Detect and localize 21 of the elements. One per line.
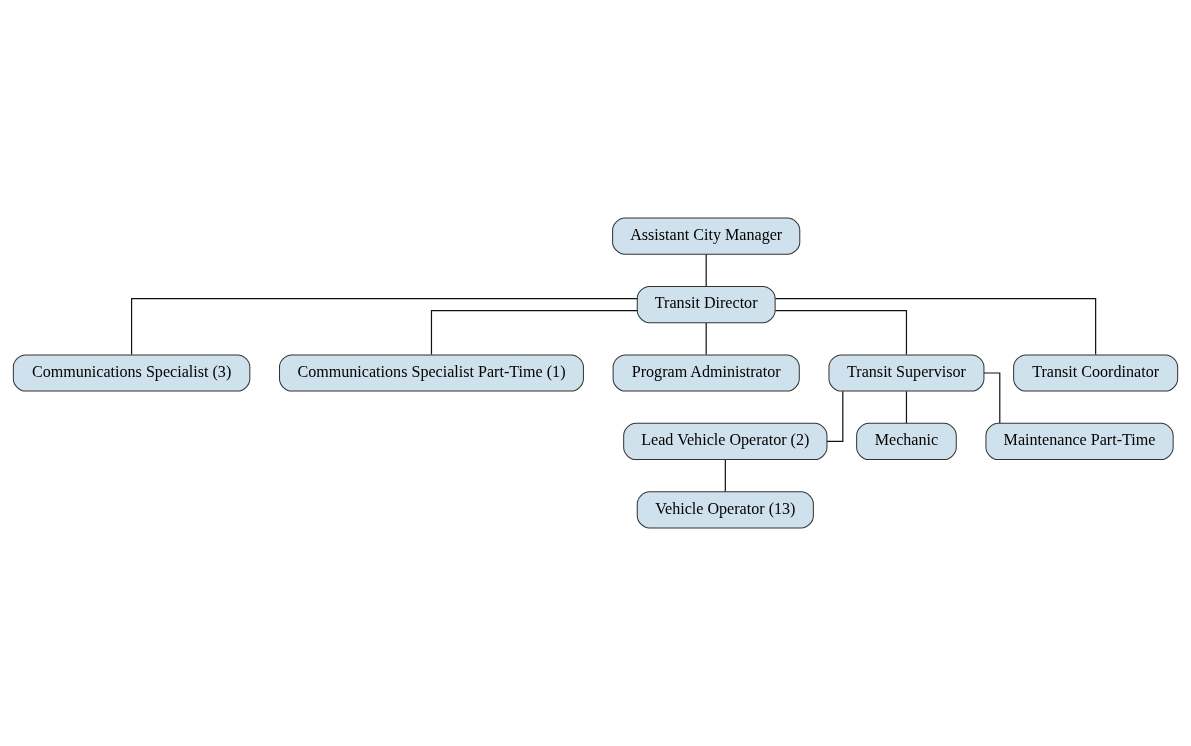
node-box: Mechanic bbox=[856, 422, 957, 461]
connector bbox=[826, 390, 844, 443]
node-box: Transit Supervisor bbox=[828, 354, 985, 392]
connector bbox=[774, 297, 1097, 356]
connector bbox=[774, 310, 908, 356]
node-box: Communications Specialist Part-Time (1) bbox=[279, 354, 584, 392]
connector bbox=[705, 322, 707, 356]
node-box: Transit Director bbox=[636, 285, 776, 324]
connector bbox=[705, 253, 707, 287]
connector bbox=[130, 297, 638, 356]
node-box: Assistant City Manager bbox=[612, 217, 801, 255]
node-box: Transit Coordinator bbox=[1013, 354, 1179, 392]
connector bbox=[430, 310, 638, 356]
node-box: Program Administrator bbox=[612, 354, 800, 392]
connector bbox=[724, 459, 726, 493]
node-box: Maintenance Part-Time bbox=[985, 422, 1174, 461]
node-box: Vehicle Operator (13) bbox=[636, 491, 814, 529]
node-box: Communications Specialist (3) bbox=[12, 354, 251, 392]
connector bbox=[983, 372, 1001, 424]
node-box: Lead Vehicle Operator (2) bbox=[623, 422, 828, 461]
connector bbox=[905, 390, 908, 424]
